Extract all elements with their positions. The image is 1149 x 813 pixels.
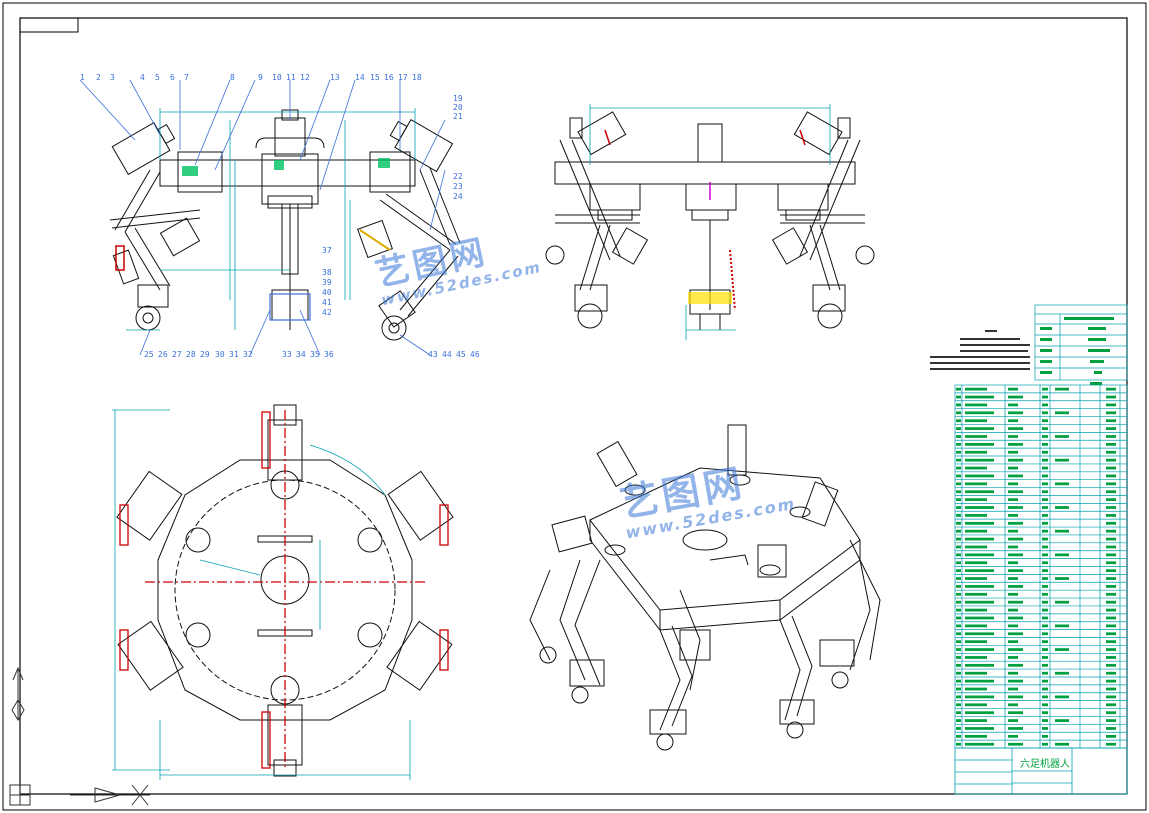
balloon-36: 36 <box>324 350 334 359</box>
front-view-leaders <box>79 79 446 356</box>
balloon-37: 37 <box>322 246 332 255</box>
corner-mark <box>20 18 79 33</box>
balloon-6: 6 <box>170 73 175 82</box>
title-block-name: 六足机器人 <box>1020 759 1070 770</box>
balloon-15: 15 <box>370 73 380 82</box>
balloon-9: 9 <box>258 73 263 82</box>
technical-notes <box>930 330 1030 370</box>
ucs-icon <box>9 666 150 806</box>
top-view-accents <box>119 410 449 770</box>
balloon-22: 22 <box>453 172 463 181</box>
balloon-4: 4 <box>140 73 145 82</box>
balloon-2: 2 <box>96 73 101 82</box>
balloon-18: 18 <box>412 73 422 82</box>
balloon-42: 42 <box>322 308 332 317</box>
side-view <box>545 111 875 330</box>
balloon-27: 27 <box>172 350 182 359</box>
front-view <box>109 109 461 341</box>
balloon-25: 25 <box>144 350 154 359</box>
side-view-dimensions <box>589 104 831 340</box>
balloon-5: 5 <box>155 73 160 82</box>
balloon-33: 33 <box>282 350 292 359</box>
balloon-32: 32 <box>243 350 253 359</box>
balloon-40: 40 <box>322 288 332 297</box>
balloon-34: 34 <box>296 350 306 359</box>
top-view-dimensions <box>112 409 411 780</box>
isometric-view <box>529 424 881 751</box>
balloon-39: 39 <box>322 278 332 287</box>
balloon-19: 19 <box>453 94 463 103</box>
balloon-13: 13 <box>330 73 340 82</box>
balloon-16: 16 <box>384 73 394 82</box>
balloon-20: 20 <box>453 103 463 112</box>
balloon-43: 43 <box>428 350 438 359</box>
balloon-14: 14 <box>355 73 365 82</box>
balloon-31: 31 <box>229 350 239 359</box>
front-view-dimensions <box>126 108 416 331</box>
balloon-8: 8 <box>230 73 235 82</box>
balloon-44: 44 <box>442 350 452 359</box>
balloon-21: 21 <box>453 112 463 121</box>
balloon-3: 3 <box>110 73 115 82</box>
spec-table <box>1034 304 1128 381</box>
balloon-11: 11 <box>286 73 296 82</box>
balloon-35: 35 <box>310 350 320 359</box>
parts-list-table <box>954 384 1128 749</box>
side-view-accents <box>604 129 806 311</box>
balloon-23: 23 <box>453 182 463 191</box>
balloon-38: 38 <box>322 268 332 277</box>
balloon-10: 10 <box>272 73 282 82</box>
balloon-41: 41 <box>322 298 332 307</box>
balloon-26: 26 <box>158 350 168 359</box>
balloon-17: 17 <box>398 73 408 82</box>
parts-list-text <box>956 387 1116 746</box>
balloon-29: 29 <box>200 350 210 359</box>
spec-table-text <box>1040 317 1114 385</box>
balloon-12: 12 <box>300 73 310 82</box>
front-view-accents <box>115 158 391 321</box>
balloon-46: 46 <box>470 350 480 359</box>
balloon-45: 45 <box>456 350 466 359</box>
balloon-24: 24 <box>453 192 463 201</box>
balloon-7: 7 <box>184 73 189 82</box>
balloon-1: 1 <box>80 73 85 82</box>
balloon-28: 28 <box>186 350 196 359</box>
balloon-30: 30 <box>215 350 225 359</box>
title-block <box>954 747 1128 795</box>
